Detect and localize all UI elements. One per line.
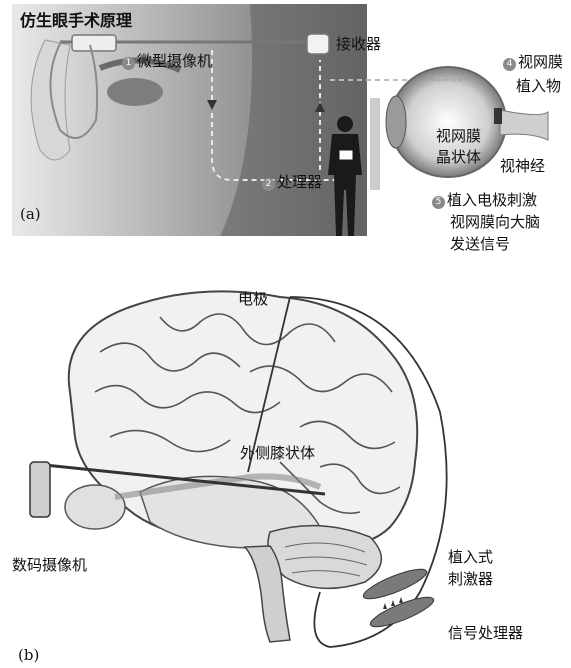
caption-a: (a)	[20, 205, 41, 224]
electrode-label: 电极	[238, 290, 268, 309]
diagram-title: 仿生眼手术原理	[20, 11, 132, 30]
implant-label-a-line1: 视网膜	[518, 53, 563, 71]
processor-label-a-text: 处理器	[277, 173, 322, 191]
digital-camera-label: 数码摄像机	[12, 556, 87, 575]
stimulate-line2: 视网膜向大脑	[450, 213, 540, 232]
camera-label-a-text: 微型摄像机	[137, 52, 212, 70]
brain-eye	[65, 485, 125, 529]
implant-label-b-line2: 刺激器	[448, 570, 493, 589]
retina-lens-line1: 视网膜	[436, 127, 481, 146]
signal-processor-label: 信号处理器	[448, 624, 523, 643]
step-badge-2: 2	[262, 178, 275, 191]
stimulate-line3: 发送信号	[450, 235, 510, 254]
glasses-camera	[72, 35, 116, 51]
receiver-label: 接收器	[336, 35, 381, 54]
optic-nerve-label: 视神经	[500, 157, 545, 176]
implant-label-a-line2: 植入物	[516, 77, 561, 96]
step-badge-4: 4	[503, 58, 516, 71]
digital-camera-box	[30, 462, 50, 517]
step-badge-1: 1	[122, 57, 135, 70]
lgn-label: 外侧膝状体	[240, 444, 315, 463]
step-badge-5: 5	[432, 196, 445, 209]
implant-label-b-line1: 植入式	[448, 548, 493, 567]
retina-lens-line2: 晶状体	[436, 148, 481, 167]
receiver-box	[307, 34, 329, 54]
face-eye	[107, 78, 163, 106]
panel-b-illustration	[0, 262, 571, 668]
caption-b: (b)	[18, 646, 39, 665]
stimulate-line1-text: 植入电极刺激	[447, 191, 537, 209]
panel-b: 电极 外侧膝状体 数码摄像机 植入式 刺激器 信号处理器 (b)	[0, 262, 571, 668]
